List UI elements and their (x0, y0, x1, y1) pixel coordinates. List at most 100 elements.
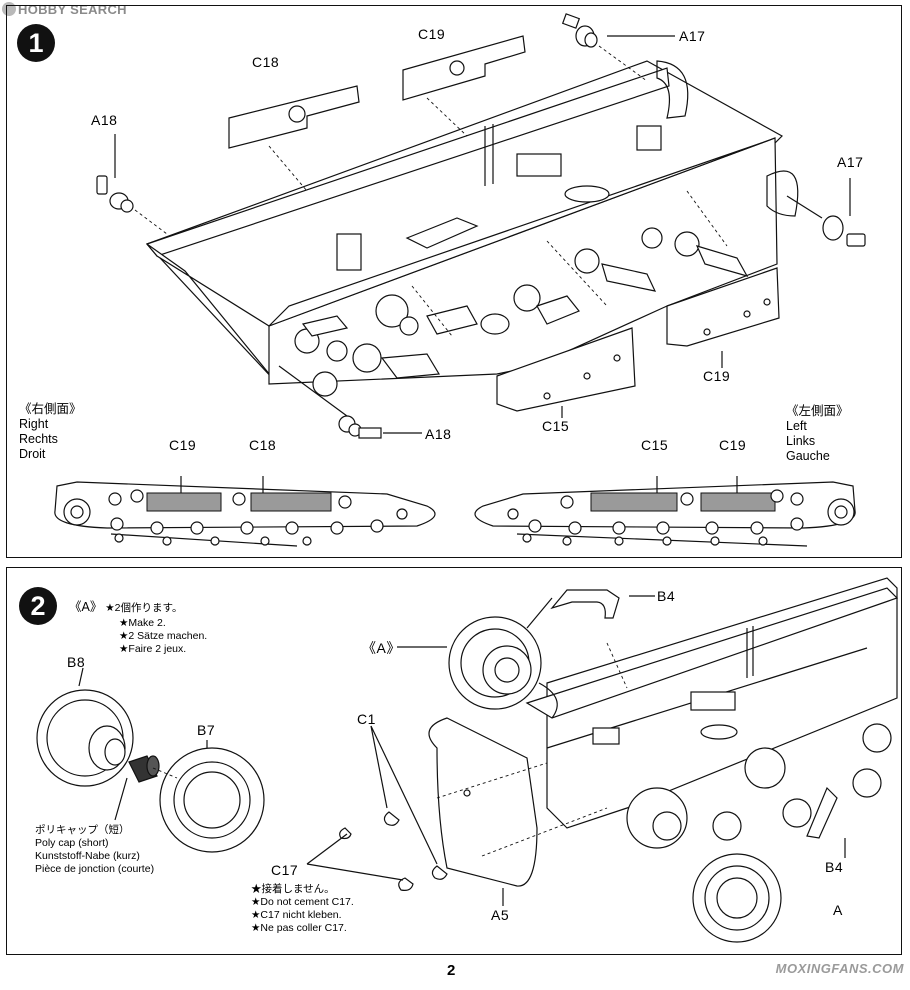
no-cement-fr: ★Ne pas coller C17. (251, 922, 347, 934)
a5-hole (463, 789, 471, 797)
label-c19-top: C19 (418, 26, 446, 42)
polycap-de: Kunststoff-Nabe (kurz) (35, 850, 140, 862)
hull-top-edge (268, 137, 776, 327)
polycap-en: Poly cap (short) (35, 837, 109, 849)
arm-guide-1 (546, 240, 608, 307)
part-c19-lower-plate (666, 267, 780, 347)
label-a17-right: A17 (837, 154, 864, 170)
right-side-de: Rechts (19, 432, 58, 446)
step2-arm-1 (744, 747, 786, 789)
label-b8: B8 (67, 654, 86, 670)
part-b4-bottom (806, 786, 838, 839)
label-b4-bottom: B4 (825, 859, 844, 875)
label-a18-bottom: A18 (425, 426, 452, 442)
c19-disc-icon (449, 60, 465, 76)
step2-arm-3 (782, 798, 812, 828)
right-side-jp: 《右側面》 (19, 402, 82, 416)
polycap-fr: Pièce de jonction (courte) (35, 863, 155, 875)
floor-opening (564, 185, 610, 203)
no-cement-caption: ★接着しません。 ★Do not cement C17. ★C17 nicht … (251, 883, 354, 935)
right-side-caption: 《右側面》 Right Rechts Droit (19, 402, 82, 462)
label-c19-mid: C19 (703, 368, 731, 384)
step-1-drawing (54, 13, 866, 547)
no-cement-jp: ★接着しません。 (251, 883, 335, 895)
left-side-de: Links (786, 434, 816, 448)
step-2-panel: 2 《A》 ★2個作ります。 ★Make 2. ★2 Sätze machen.… (6, 567, 902, 955)
step2-hull-top (525, 587, 899, 719)
left-side-diagram (474, 476, 856, 547)
label-a17-top: A17 (679, 28, 706, 44)
step2-fitting-2 (592, 727, 620, 745)
right-side-diagram (54, 476, 436, 547)
make-two-note: 《A》 ★2個作ります。 (69, 601, 182, 615)
c18-guide-line (268, 145, 308, 192)
c18-disc-icon (288, 105, 306, 123)
step-2-number: 2 (19, 587, 57, 625)
poly-cap (114, 755, 160, 821)
left-side-fr: Gauche (786, 449, 830, 463)
left-side-caption: 《左側面》 Left Links Gauche (786, 404, 849, 464)
polycap-jp: ポリキャップ（短） (35, 824, 130, 836)
step2-arm-2 (712, 811, 742, 841)
step-2-drawing (36, 577, 899, 943)
label-c19-diagram-left: C19 (169, 437, 197, 453)
rear-arch-right (766, 170, 799, 217)
sprocket-bottom-assembly (626, 787, 782, 943)
step-1-number: 1 (17, 24, 55, 62)
label-a18-left: A18 (91, 112, 118, 128)
floor-hatch (405, 217, 479, 249)
suspension-arms (294, 227, 749, 397)
part-c15-plate (496, 327, 636, 412)
right-side-fr: Droit (19, 447, 46, 461)
step2-arm-5 (862, 723, 892, 753)
a5-guide-1 (436, 762, 548, 799)
b4-top-guide (606, 642, 628, 689)
make-two-de: ★2 Sätze machen. (119, 630, 208, 642)
right-side-en: Right (19, 417, 49, 431)
b4-top-pointer (526, 597, 553, 629)
part-b4-top (550, 589, 620, 619)
left-side-en: Left (786, 419, 807, 433)
make-two-en: ★Make 2. (119, 617, 166, 629)
label-b4-top: B4 (657, 588, 676, 604)
no-cement-en: ★Do not cement C17. (251, 896, 354, 908)
a5-guide-2 (481, 807, 608, 857)
step2-fitting-1 (690, 691, 736, 711)
part-a5 (428, 717, 538, 887)
make-two-ref: 《A》 (69, 600, 103, 614)
fitting-box-2 (516, 153, 562, 177)
make-two-translations: ★Make 2. ★2 Sätze machen. ★Faire 2 jeux. (119, 617, 207, 656)
left-side-jp: 《左側面》 (786, 404, 849, 418)
page-number: 2 (447, 962, 456, 979)
label-c1: C1 (357, 711, 376, 727)
rear-arch-top (656, 60, 689, 119)
fitting-box-3 (636, 125, 662, 151)
fitting-box-1 (336, 233, 362, 271)
make-two-jp: ★2個作ります。 (105, 602, 183, 614)
part-a17-top-peg (561, 13, 648, 82)
make-two-fr: ★Faire 2 jeux. (119, 643, 187, 655)
no-cement-de: ★C17 nicht kleben. (251, 909, 342, 921)
label-c18-diagram-left: C18 (249, 437, 277, 453)
label-a5: A5 (491, 907, 510, 923)
part-a18-left-peg (96, 134, 168, 235)
sprocket-b8 (36, 689, 134, 787)
polycap-caption: ポリキャップ（短） Poly cap (short) Kunststoff-Na… (35, 824, 154, 876)
sprocket-b7 (152, 740, 265, 853)
arm-guide-2 (411, 285, 453, 337)
label-b7: B7 (197, 722, 216, 738)
label-c18-top: C18 (252, 54, 280, 70)
label-a-ref-bottom: A (833, 902, 843, 918)
b8-leader (78, 667, 84, 687)
label-c15-mid: C15 (542, 418, 570, 434)
sprocket-top-assembly (448, 616, 558, 719)
label-c19-diagram-right: C19 (719, 437, 747, 453)
part-a17-right-peg (786, 178, 866, 247)
step2-arm-4 (852, 768, 882, 798)
label-c17: C17 (271, 862, 299, 878)
watermark-bottom: MOXINGFANS.COM (775, 961, 904, 976)
part-a18-bottom-peg (278, 365, 422, 439)
part-c1-c17-pins (306, 725, 448, 891)
arm-guide-3 (686, 190, 728, 247)
label-a-ref-top: 《A》 (362, 640, 401, 656)
